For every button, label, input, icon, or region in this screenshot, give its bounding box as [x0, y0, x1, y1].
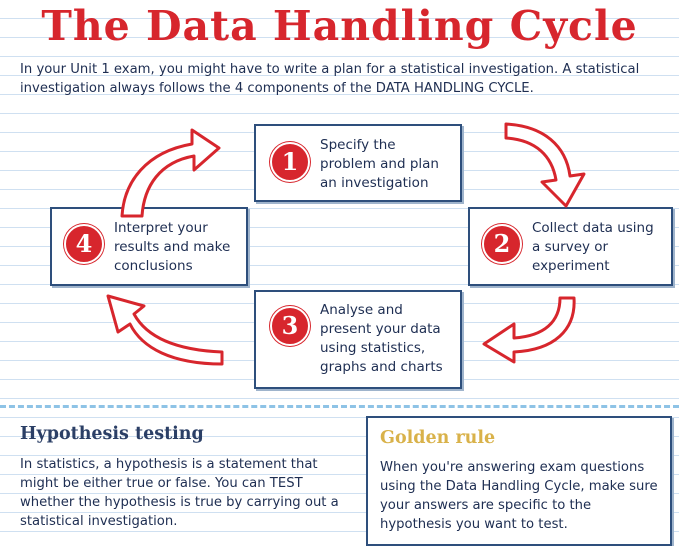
step-number-badge-1: 1 [270, 142, 310, 182]
step-text-3: Analyse and present your data using stat… [320, 302, 443, 375]
intro-text: In your Unit 1 exam, you might have to w… [20, 62, 640, 96]
step-number-badge-2: 2 [482, 224, 522, 264]
section-divider [0, 405, 679, 408]
golden-rule-body: When you're answering exam questions usi… [380, 460, 658, 532]
step-number-badge-3: 3 [270, 306, 310, 346]
hypothesis-body: In statistics, a hypothesis is a stateme… [20, 457, 339, 529]
step-box-3: 3 Analyse and present your data using st… [254, 290, 462, 389]
step-text-4: Interpret your results and make conclusi… [114, 220, 231, 274]
hypothesis-heading: Hypothesis testing [20, 424, 204, 444]
golden-rule-box: Golden rule When you're answering exam q… [366, 416, 672, 546]
curved-arrow-icon [504, 122, 586, 208]
step-text-2: Collect data using a survey or experimen… [532, 220, 654, 274]
curved-arrow-icon [120, 128, 221, 218]
step-box-4: 4 Interpret your results and make conclu… [50, 207, 248, 286]
step-box-1: 1 Specify the problem and plan an invest… [254, 124, 462, 202]
curved-arrow-icon [482, 296, 576, 364]
curved-arrow-icon [106, 294, 224, 366]
step-text-1: Specify the problem and plan an investig… [320, 137, 439, 191]
step-box-2: 2 Collect data using a survey or experim… [468, 207, 673, 286]
golden-rule-heading: Golden rule [380, 428, 496, 448]
page-title: The Data Handling Cycle [41, 2, 638, 50]
step-number-badge-4: 4 [64, 224, 104, 264]
